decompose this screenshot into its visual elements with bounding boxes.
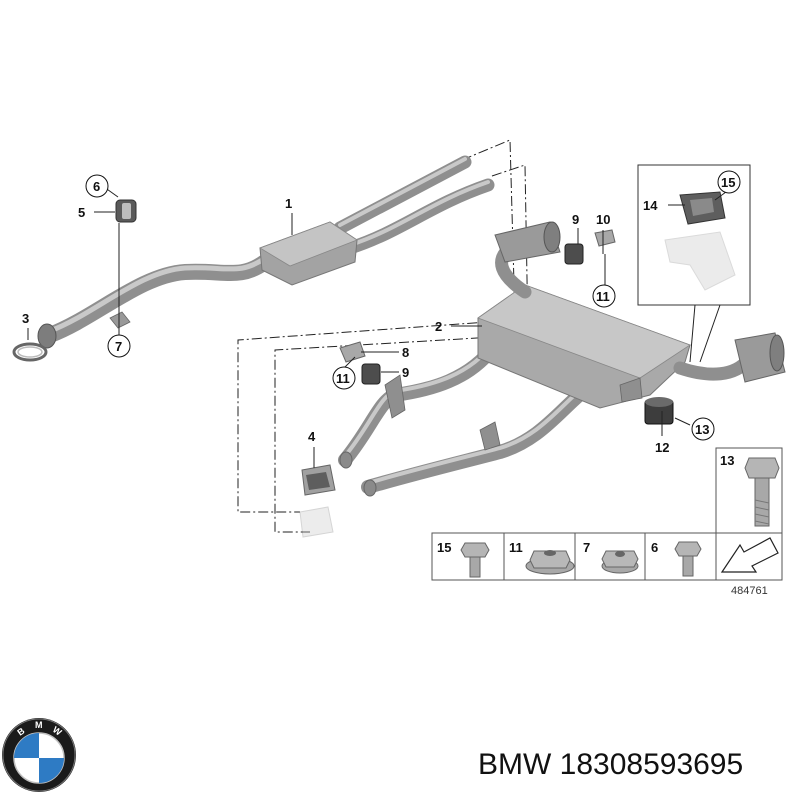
callout-15: 15 — [721, 175, 735, 190]
hardware-parts-table: 13 15 11 7 6 — [431, 447, 783, 581]
callout-3: 3 — [22, 311, 29, 326]
bolt-15 — [460, 542, 490, 578]
rubber-mount-part — [361, 243, 584, 385]
table-cell-15-label: 15 — [437, 540, 451, 555]
callout-11-lower: 11 — [336, 371, 350, 386]
callout-numbers: 1 2 3 4 5 6 7 8 9 9 10 11 11 12 13 14 15 — [22, 170, 741, 455]
front-pipe-assembly — [37, 155, 495, 349]
callout-12: 12 — [655, 440, 669, 455]
table-cell-7-label: 7 — [583, 540, 590, 555]
callout-8: 8 — [402, 345, 409, 360]
callout-4: 4 — [308, 429, 316, 444]
callout-11-upper: 11 — [596, 289, 610, 304]
callout-7-circle — [107, 334, 131, 358]
bmw-logo: B M W — [2, 718, 76, 792]
callout-13-circle — [691, 417, 715, 441]
callout-leaders — [27, 186, 727, 468]
bolt-6 — [674, 541, 702, 577]
assembly-boundary-lines — [237, 139, 529, 533]
callout-7: 7 — [115, 339, 122, 354]
bmw-logo-letter-m: M — [35, 720, 43, 730]
callout-14: 14 — [643, 198, 658, 213]
callout-6: 6 — [93, 179, 100, 194]
callout-15-circle — [717, 170, 741, 194]
callout-10: 10 — [596, 212, 610, 227]
reference-number: 484761 — [731, 585, 768, 597]
direction-arrow-icon — [720, 537, 779, 573]
mount-bracket-part — [339, 229, 616, 363]
callout-5: 5 — [78, 205, 85, 220]
hex-nut-7 — [601, 550, 639, 574]
long-bolt-13 — [744, 457, 780, 527]
damper-part — [644, 397, 674, 425]
callout-11-lower-circle — [332, 366, 356, 390]
table-cell-13-label: 13 — [720, 453, 734, 468]
bmw-logo-letter-b: B — [15, 725, 26, 737]
flange-nut-11 — [525, 550, 575, 575]
callout-13: 13 — [695, 422, 709, 437]
callout-2: 2 — [435, 319, 442, 334]
callout-11-upper-circle — [592, 284, 616, 308]
hanger-rubber-part — [115, 199, 137, 223]
part-number-caption: BMW 18308593695 — [478, 748, 743, 781]
clamp-part — [12, 342, 48, 362]
callout-9-upper: 9 — [572, 212, 579, 227]
actuator-detail-box — [637, 164, 751, 363]
callout-1: 1 — [285, 196, 292, 211]
callout-6-circle — [85, 174, 109, 198]
hanger-clamp-part — [301, 464, 336, 496]
rear-silencer-assembly — [338, 221, 786, 497]
table-cell-6-label: 6 — [651, 540, 658, 555]
hanger-clamp-ghost — [299, 506, 334, 538]
table-cell-11-label: 11 — [509, 540, 523, 555]
callout-9-lower: 9 — [402, 365, 409, 380]
